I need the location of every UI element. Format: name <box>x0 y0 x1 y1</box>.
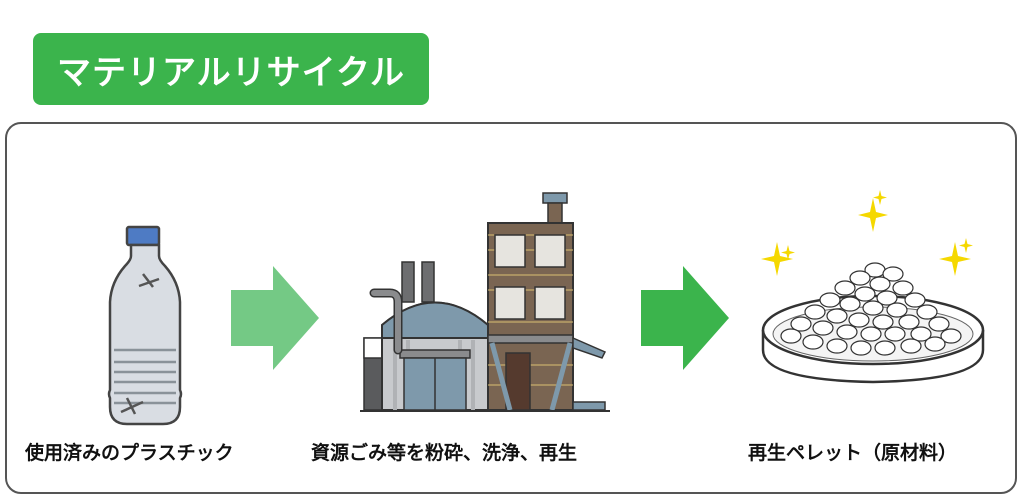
sparkle-icon <box>761 190 973 276</box>
arrow-right-icon <box>231 266 319 370</box>
plastic-bottle-icon <box>107 225 183 426</box>
step-caption-processing: 資源ごみ等を粉砕、洗浄、再生 <box>311 442 578 464</box>
process-panel <box>5 122 1017 494</box>
recycling-factory-icon <box>360 192 610 412</box>
step-caption-pellets: 再生ペレット（原材料） <box>748 442 958 464</box>
title-badge: マテリアルリサイクル <box>33 33 429 105</box>
recycled-pellets-icon <box>761 190 985 384</box>
arrow-right-icon <box>641 266 729 370</box>
page-title: マテリアルリサイクル <box>57 52 405 93</box>
step-caption-used-plastic: 使用済みのプラスチック <box>25 442 234 464</box>
